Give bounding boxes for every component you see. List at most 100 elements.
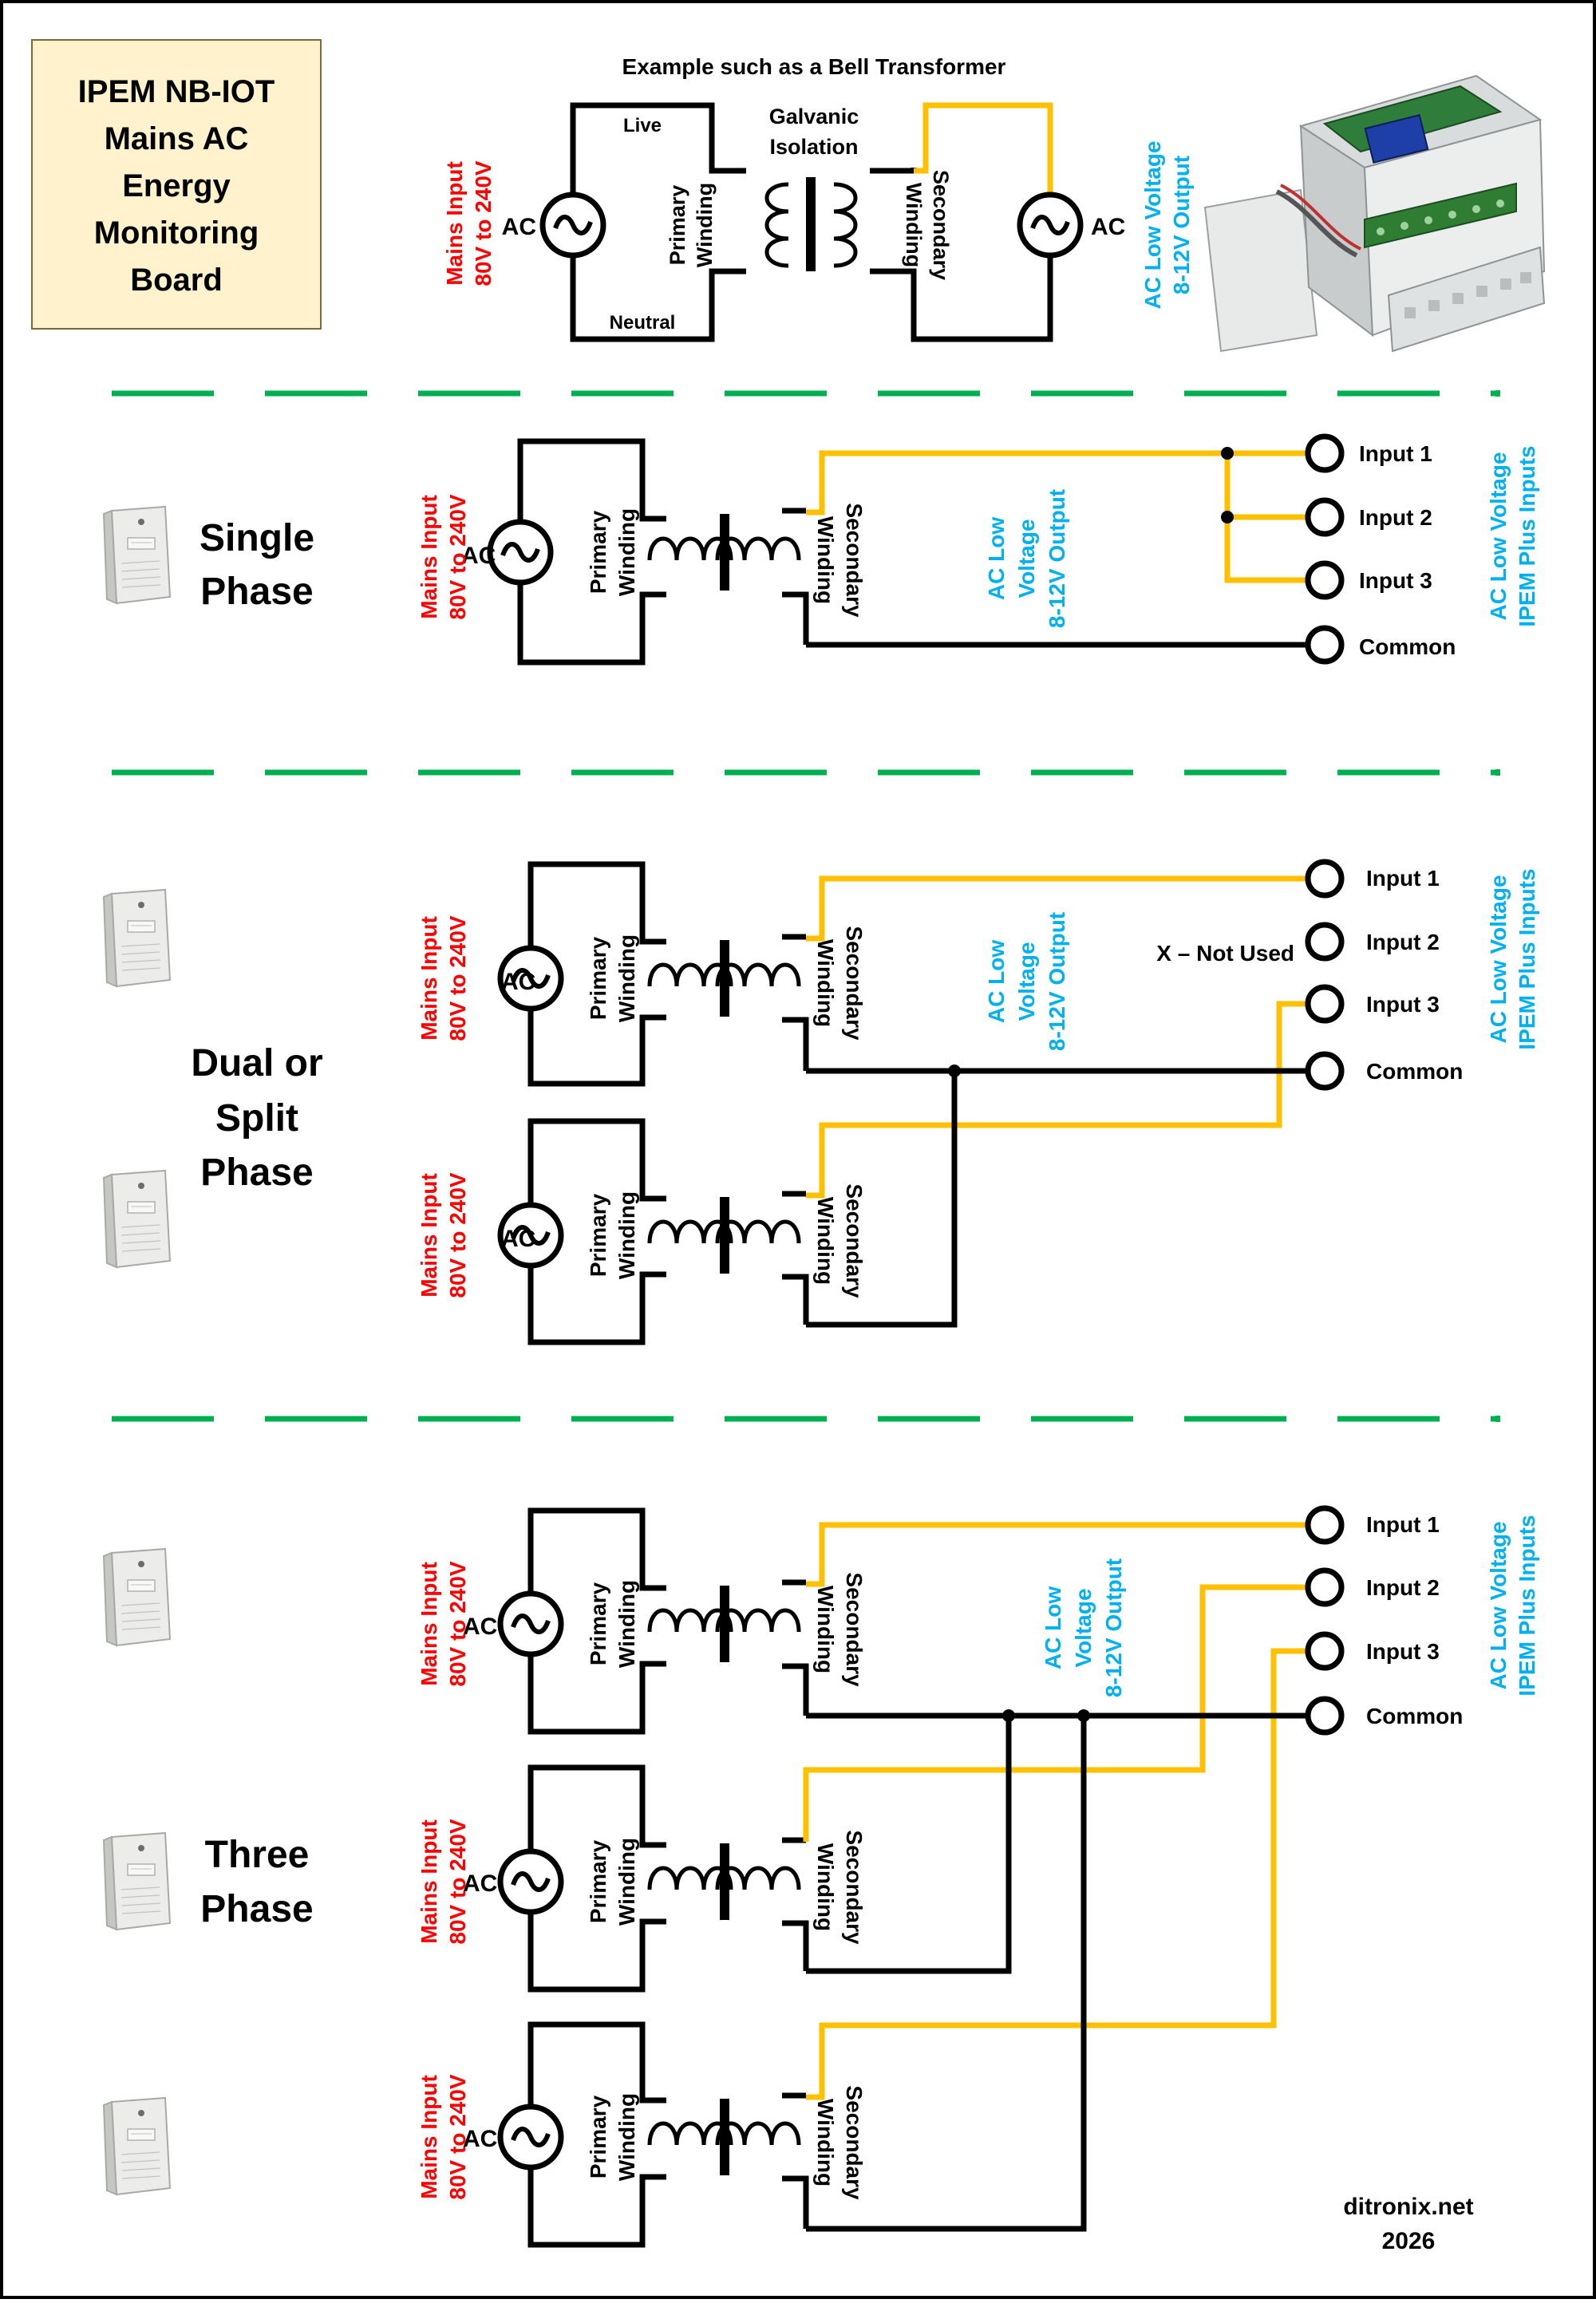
single-phase-line-1: Single [200,517,314,559]
plug-transformer-icon [103,506,171,604]
transformer-unit-b [500,1118,809,1345]
terminal-input-2[interactable] [1308,500,1341,534]
secondary-winding-label-a: SecondaryWinding [813,1572,867,1687]
label-common: Common [1366,1059,1463,1084]
footer-year: 2026 [1382,2228,1436,2254]
title-line-3: Energy [122,168,231,203]
three-phase-section: Three Phase [103,1507,1539,2248]
example-caption: Example such as a Bell Transformer [622,54,1006,79]
title-line-1: IPEM NB-IOT [78,74,275,109]
example-secondary-label: SecondaryWinding [902,170,953,280]
dual-phase-line-1: Dual or [191,1042,322,1084]
secondary-winding-label-b: SecondaryWinding [813,1183,867,1298]
plug-transformer-icon-2 [103,1170,171,1268]
terminal-input-1[interactable] [1308,1508,1341,1542]
plug-transformer-icon-1 [103,889,171,987]
label-input-1: Input 1 [1359,441,1432,466]
secondary-winding-label-a: SecondaryWinding [813,926,867,1041]
label-input-1: Input 1 [1366,1512,1440,1537]
title-line-5: Board [130,263,223,298]
secondary-winding-label-b: SecondaryWinding [813,1830,867,1945]
ac-label-right: AC [1091,214,1125,240]
terminal-input-1[interactable] [1308,437,1341,470]
plug-transformer-icon-3 [103,2097,171,2195]
terminal-input-1[interactable] [1308,862,1341,895]
three-phase-line-1: Three [205,1834,310,1876]
label-input-3: Input 3 [1359,568,1432,593]
separator-3 [112,1416,1500,1422]
secondary-winding-label: SecondaryWinding [813,503,867,618]
footer-site: ditronix.net [1343,2194,1473,2220]
transformer-unit-b [500,1764,809,1993]
transformer-unit-a [500,1507,809,1735]
live-label: Live [623,115,662,136]
three-phase-line-2: Phase [200,1888,313,1930]
label-common: Common [1366,1704,1463,1728]
terminal-common[interactable] [1308,628,1341,662]
title-line-2: Mains AC [105,121,249,156]
label-common: Common [1359,634,1456,659]
dual-phase-line-3: Phase [200,1152,313,1194]
terminal-input-3[interactable] [1308,987,1341,1021]
transformer-unit-a [500,861,809,1087]
label-input-2: Input 2 [1366,1575,1440,1600]
terminal-common[interactable] [1308,1699,1341,1732]
ac-label-a: AC [501,969,535,995]
terminal-common[interactable] [1308,1054,1341,1088]
label-input-3: Input 3 [1366,992,1440,1017]
single-phase-section: Single Phase Input 1 Input 2 Input 3 Com… [103,437,1539,666]
label-input-1: Input 1 [1366,866,1440,891]
label-input-2: Input 2 [1359,505,1432,530]
ac-label-b: AC [463,1870,497,1897]
title-box [31,39,322,330]
ac-label-b: AC [501,1226,535,1252]
secondary-winding-label-c: SecondaryWinding [813,2085,867,2200]
ac-label-left: AC [502,214,536,240]
ac-label: AC [461,543,496,569]
separator-1 [112,390,1500,397]
label-input-2: Input 2 [1366,930,1440,954]
plug-transformer-icon-2 [103,1832,171,1930]
separator-2 [112,769,1500,776]
top-example-transformer: Example such as a Bell Transformer AC Li… [442,54,1194,342]
transformer-unit-c [500,2021,809,2248]
terminal-input-2[interactable] [1308,925,1341,958]
plug-transformer-icon-1 [103,1548,171,1646]
product-enclosure-image [1203,74,1546,353]
title-line-4: Monitoring [94,215,259,251]
neutral-label: Neutral [610,312,676,334]
galvanic-label: Galvanic [769,105,859,128]
ac-label-c: AC [463,2126,497,2152]
ac-label-a: AC [463,1614,497,1640]
terminal-input-3[interactable] [1308,563,1341,597]
dual-phase-section: Dual or Split Phase [103,861,1539,1345]
label-input-3: Input 3 [1366,1639,1440,1664]
dual-phase-line-2: Split [215,1097,298,1140]
not-used-label: X – Not Used [1156,941,1294,966]
isolation-label: Isolation [769,135,858,159]
terminal-input-2[interactable] [1308,1570,1341,1604]
terminal-input-3[interactable] [1308,1634,1341,1668]
